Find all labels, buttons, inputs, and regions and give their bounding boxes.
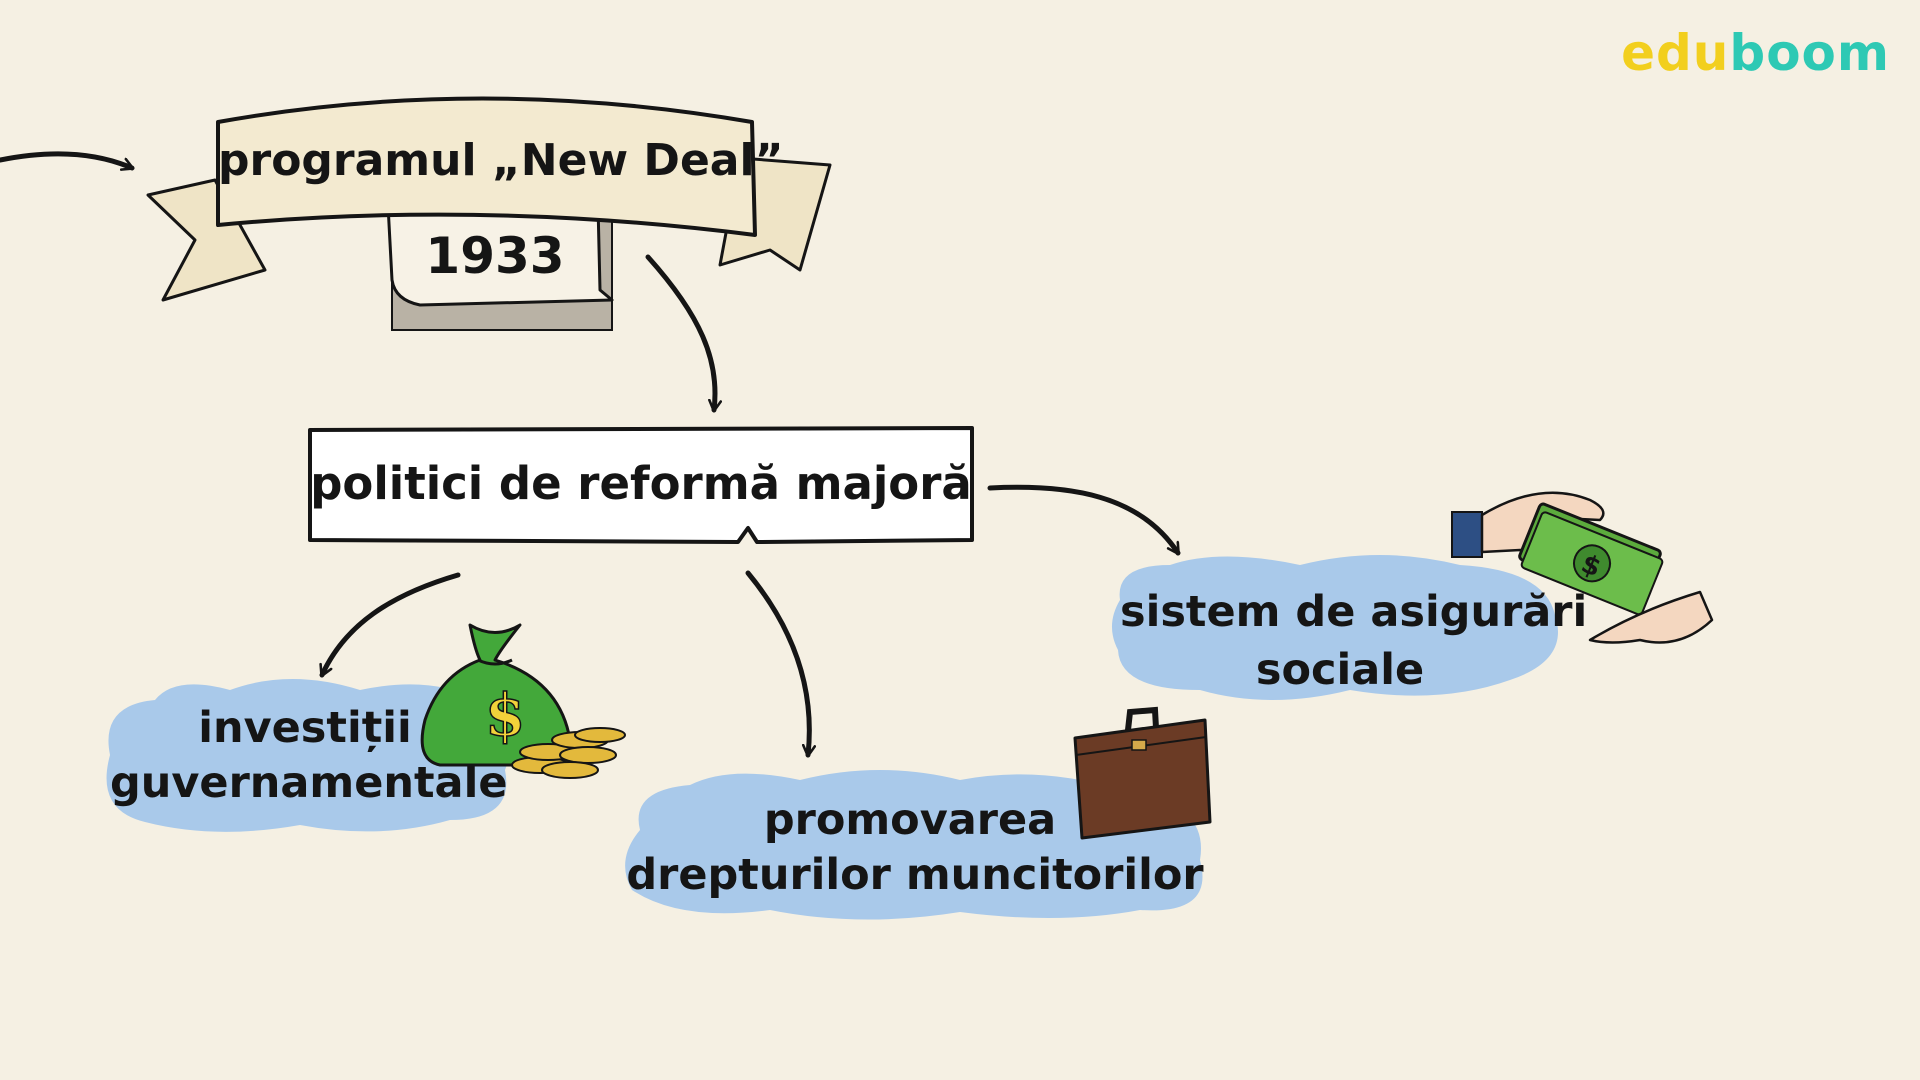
banner-ribbon — [146, 96, 832, 331]
cloud-workers — [625, 770, 1203, 920]
logo-part-boom: boom — [1729, 24, 1890, 82]
briefcase-icon — [1073, 706, 1212, 840]
eduboom-logo: eduboom — [1621, 24, 1890, 82]
workers-line1: promovarea — [763, 795, 1057, 845]
arrow-to-central — [645, 254, 715, 413]
entry-arrow — [0, 151, 135, 168]
svg-text:$: $ — [485, 681, 525, 749]
banner-year: 1933 — [425, 227, 565, 285]
logo-part-edu: edu — [1621, 24, 1730, 82]
arrow-to-social — [987, 484, 1181, 556]
central-label: politici de reformă majoră — [310, 457, 972, 510]
social-line2: sociale — [1255, 645, 1425, 695]
banner-title: programul „New Deal” — [218, 135, 784, 186]
workers-line2: drepturilor muncitorilor — [626, 850, 1204, 900]
central-box — [308, 426, 974, 544]
arrow-to-investment — [322, 572, 461, 678]
cloud-social — [1111, 555, 1558, 700]
social-line1: sistem de asigurări — [1120, 587, 1588, 637]
money-bag-with-coins-icon: $ — [420, 623, 626, 779]
investment-line1: investiții — [198, 703, 412, 753]
arrow-to-workers — [745, 570, 809, 758]
investment-line2: guvernamentale — [110, 758, 508, 808]
hands-exchanging-money-icon: $ — [1451, 491, 1714, 644]
cloud-investment — [106, 679, 512, 832]
